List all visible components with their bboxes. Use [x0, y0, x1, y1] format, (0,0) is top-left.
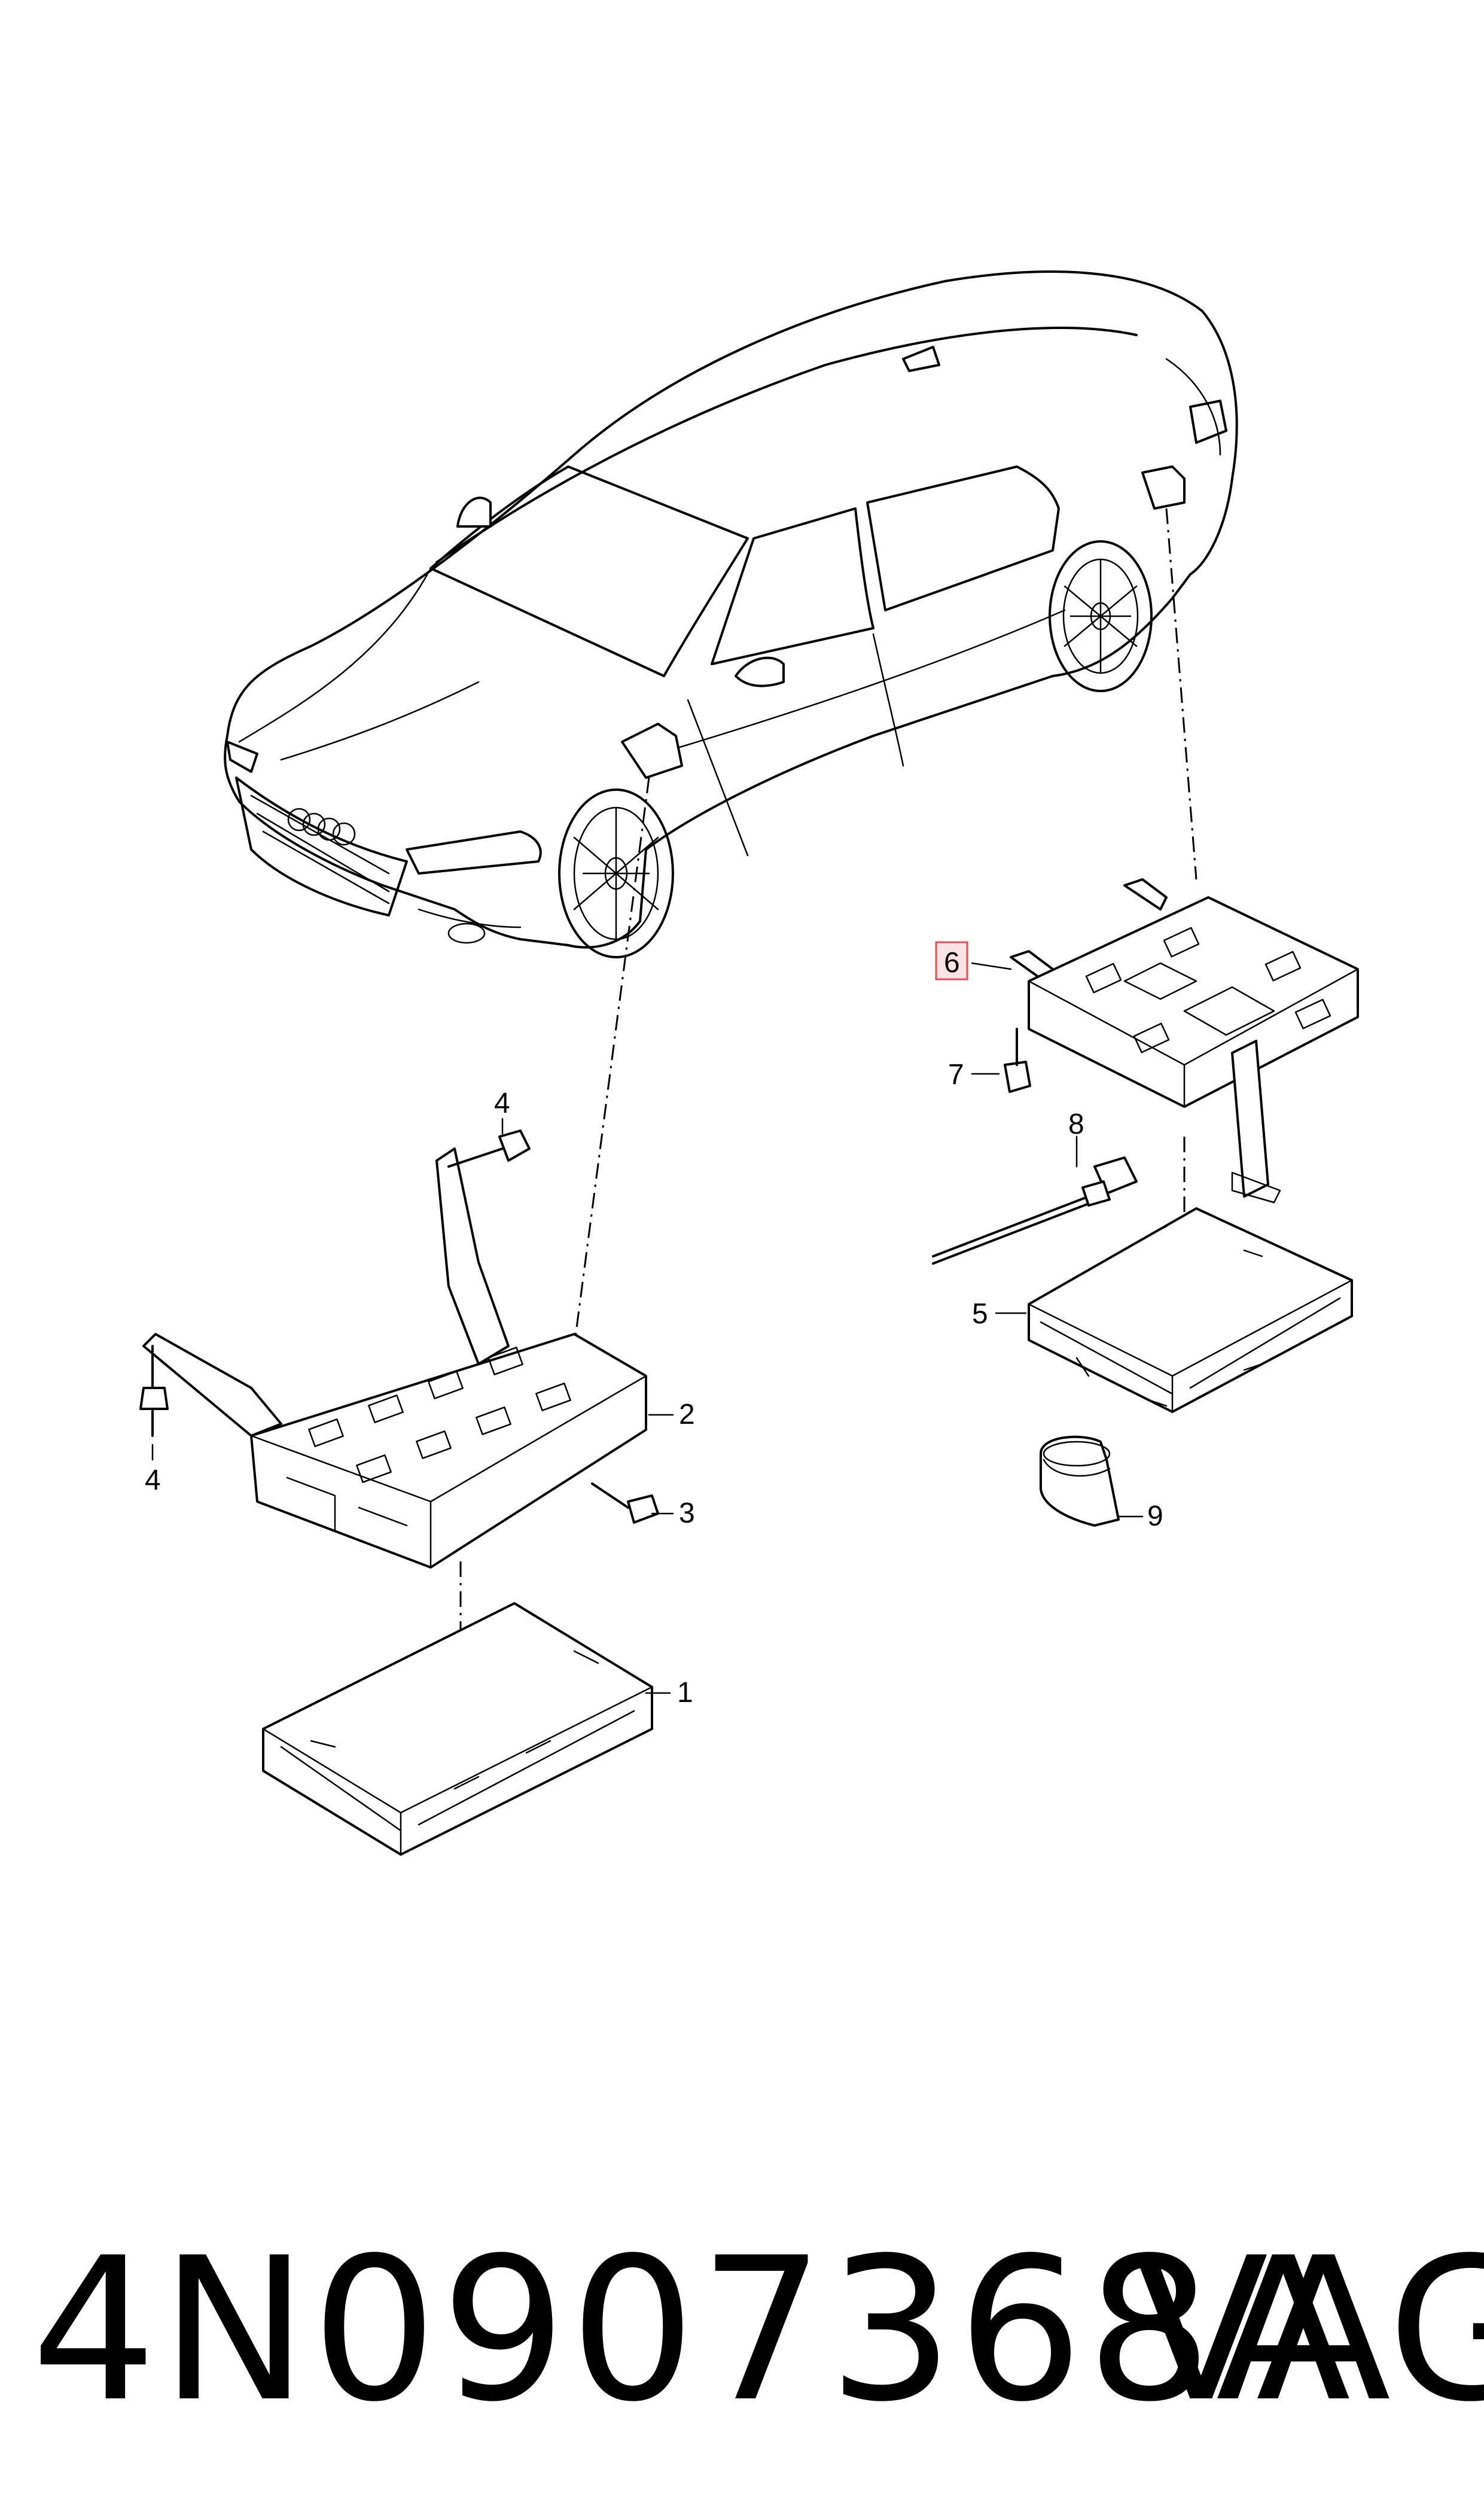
clip-3 [591, 1482, 659, 1524]
callout-3[interactable]: 3 [679, 1497, 695, 1529]
bracket-2 [142, 1147, 647, 1569]
callout-1[interactable]: 1 [677, 1677, 693, 1709]
callout-5[interactable]: 5 [972, 1298, 988, 1330]
front-mount-bracket [621, 723, 683, 779]
callout-8[interactable]: 8 [1068, 1109, 1084, 1140]
brand-label: VAG [1133, 2215, 1484, 2445]
parts-diagram: 1 2 3 4 4 5 6 7 8 9 [139, 270, 1359, 1856]
rear-mount-bracket [1141, 465, 1186, 510]
screw-4-top [447, 1129, 531, 1168]
car-illustration [224, 270, 1238, 958]
callout-7[interactable]: 7 [948, 1059, 964, 1091]
callout-6-highlight [935, 941, 968, 981]
audi-rings-icon [287, 808, 356, 846]
callout-4-top[interactable]: 4 [494, 1088, 510, 1119]
screw-4-left [139, 1345, 169, 1437]
bracket-6 [1010, 878, 1359, 1204]
front-wheel [558, 788, 674, 958]
rear-wheel [1049, 540, 1153, 692]
module-5 [1028, 1207, 1353, 1413]
part-number: 4N0907368A [31, 2215, 1355, 2445]
callout-9[interactable]: 9 [1147, 1500, 1163, 1532]
callout-4-left[interactable]: 4 [145, 1464, 161, 1496]
cable-8 [932, 1156, 1138, 1265]
clip-7 [1004, 1028, 1031, 1093]
callout-2[interactable]: 2 [679, 1399, 695, 1430]
tape-9 [1040, 1435, 1120, 1527]
module-1 [262, 1602, 653, 1856]
callout-6[interactable]: 6 [944, 947, 960, 979]
